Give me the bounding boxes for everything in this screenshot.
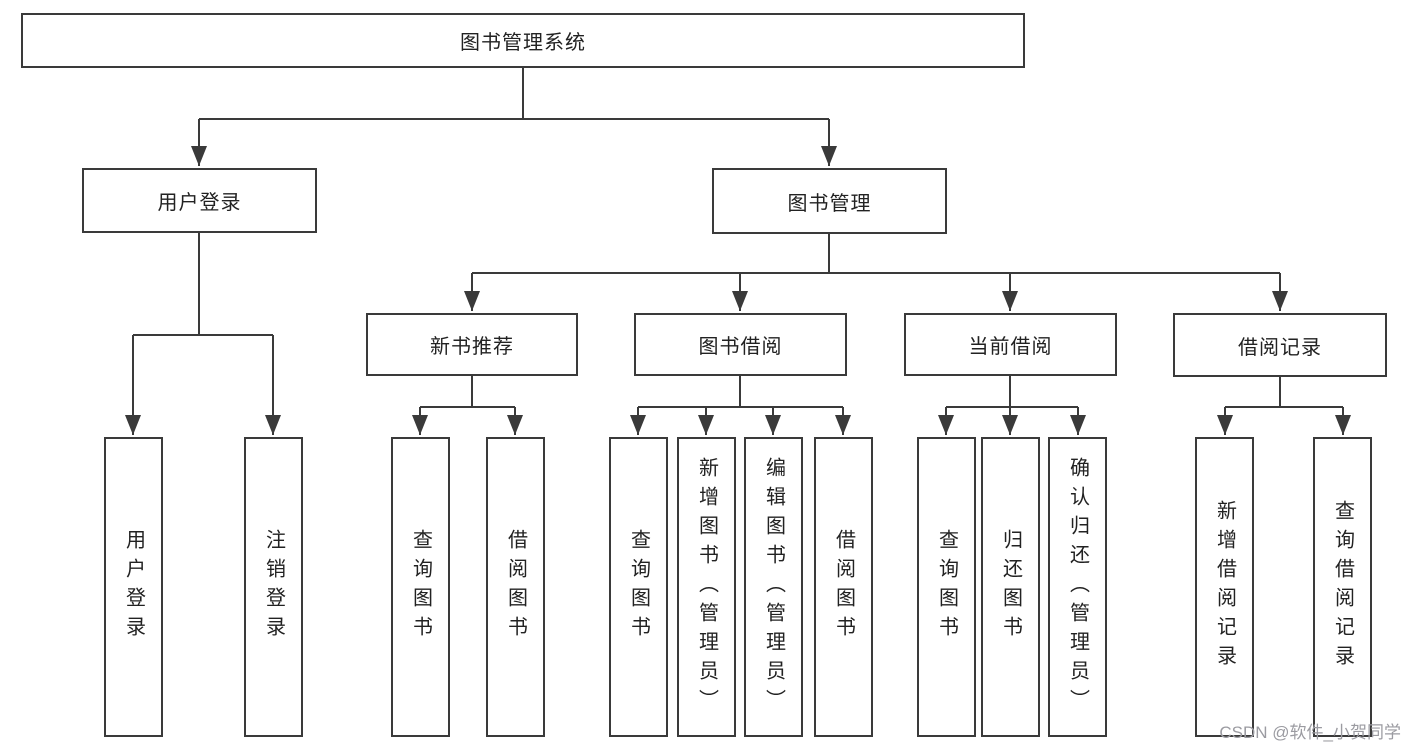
leaf-label: 查询借阅记录 — [1331, 500, 1354, 674]
leaf-add-borrow-record: 新增借阅记录 — [1195, 437, 1254, 737]
node-book-borrow: 图书借阅 — [634, 313, 847, 376]
csdn-watermark: CSDN @软件_小贺同学 — [1219, 723, 1401, 742]
connector-root-to-level2 — [191, 68, 837, 166]
node-label: 借阅记录 — [1238, 336, 1322, 359]
node-label: 用户登录 — [157, 192, 242, 214]
leaf-confirm-return-admin: 确认归还（管理员） — [1048, 437, 1107, 737]
node-borrow-record: 借阅记录 — [1173, 313, 1387, 377]
node-user-login: 用户登录 — [82, 168, 317, 233]
connector-book-management-to-level3 — [464, 234, 1288, 311]
leaf-query-borrow-record: 查询借阅记录 — [1313, 437, 1372, 737]
leaf-label: 新增图书（管理员） — [695, 456, 718, 718]
node-current-borrow: 当前借阅 — [904, 313, 1117, 376]
leaf-label: 用户登录 — [122, 529, 145, 645]
leaf-user-login: 用户登录 — [104, 437, 163, 737]
node-label: 新书推荐 — [430, 336, 514, 358]
leaf-label: 查询图书 — [627, 529, 650, 645]
leaf-return-books: 归还图书 — [981, 437, 1040, 737]
leaf-borrow-books-newbook: 借阅图书 — [486, 437, 545, 737]
node-label: 当前借阅 — [968, 336, 1053, 358]
leaf-label: 查询图书 — [935, 529, 958, 645]
connector-user-login-to-leaves — [125, 233, 281, 435]
node-label: 图书管理系统 — [460, 32, 586, 54]
leaf-edit-books-admin: 编辑图书（管理员） — [744, 437, 803, 737]
node-new-book-recommend: 新书推荐 — [366, 313, 578, 376]
leaf-label: 查询图书 — [409, 529, 432, 645]
connector-book-borrow-to-leaves — [630, 375, 851, 435]
leaf-add-books-admin: 新增图书（管理员） — [677, 437, 736, 737]
node-label: 图书管理 — [787, 192, 872, 215]
connector-new-book-to-leaves — [412, 375, 523, 435]
node-book-management: 图书管理 — [712, 168, 947, 234]
connector-borrow-record-to-leaves — [1217, 377, 1351, 435]
leaf-label: 借阅图书 — [832, 529, 855, 645]
leaf-logout: 注销登录 — [244, 437, 303, 737]
leaf-query-books-borrow: 查询图书 — [609, 437, 668, 737]
leaf-query-books-current: 查询图书 — [917, 437, 976, 737]
leaf-label: 新增借阅记录 — [1213, 500, 1236, 674]
leaf-label: 借阅图书 — [504, 529, 527, 645]
leaf-label: 确认归还（管理员） — [1066, 456, 1089, 718]
leaf-borrow-books: 借阅图书 — [814, 437, 873, 737]
leaf-label: 注销登录 — [262, 529, 285, 645]
leaf-query-books-newbook: 查询图书 — [391, 437, 450, 737]
connector-current-borrow-to-leaves — [938, 375, 1086, 435]
node-label: 图书借阅 — [698, 336, 783, 358]
leaf-label: 编辑图书（管理员） — [762, 456, 785, 718]
node-root-system: 图书管理系统 — [21, 13, 1025, 68]
leaf-label: 归还图书 — [999, 529, 1022, 645]
